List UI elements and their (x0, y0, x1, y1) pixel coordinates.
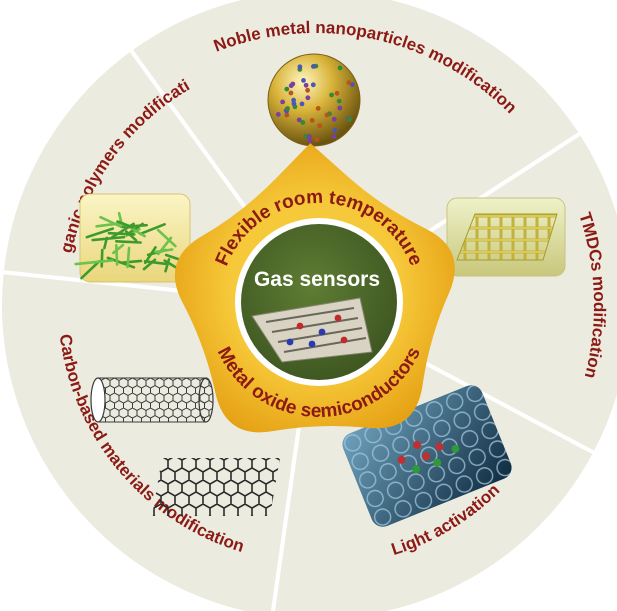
graphene-sheet-illustration (152, 458, 280, 516)
polymer-fibers-illustration (74, 193, 191, 283)
tmdc-lattice-illustration (446, 197, 566, 277)
segment-noble (127, 0, 584, 308)
sensor-chip-illustration (251, 297, 373, 363)
center-disk: Gas sensors (235, 218, 403, 386)
center-title: Gas sensors (254, 268, 380, 291)
nanoparticle-sphere-illustration (267, 53, 361, 147)
carbon-nanotube-illustration (90, 377, 214, 423)
